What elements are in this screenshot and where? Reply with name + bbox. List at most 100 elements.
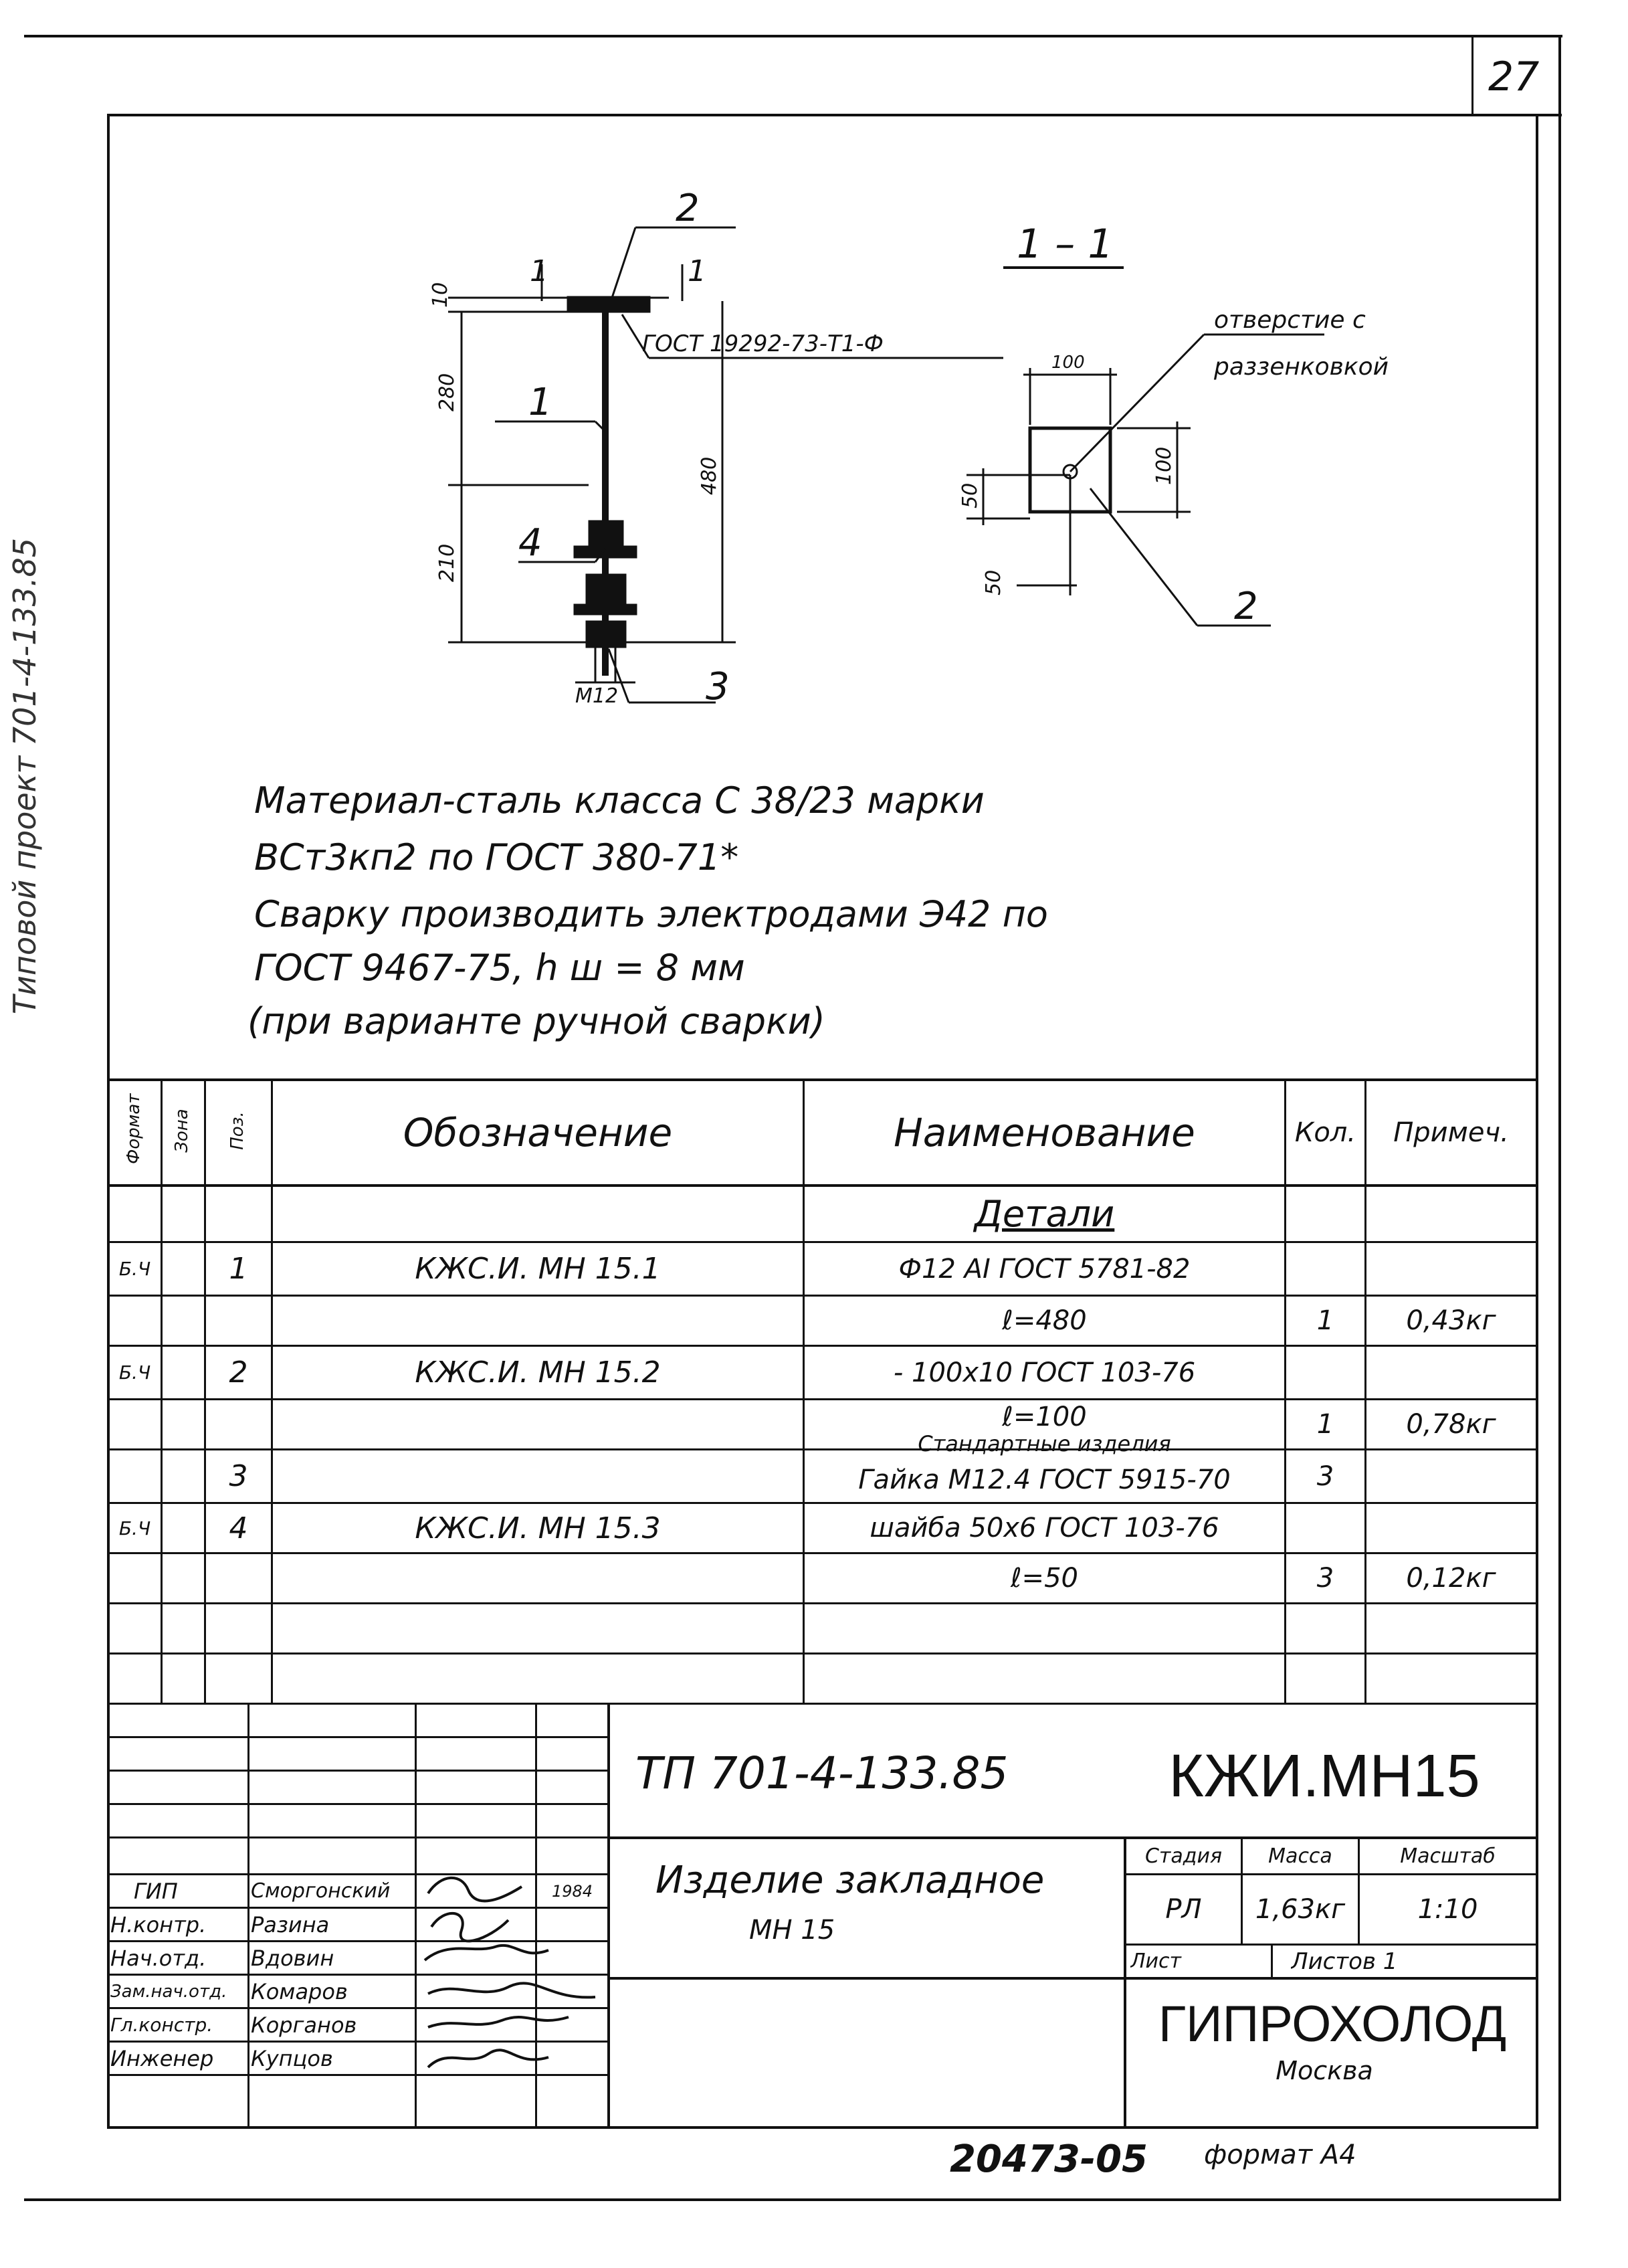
row1-pos: 1 bbox=[229, 1252, 248, 1286]
bottom-code: 20473-05 bbox=[950, 2138, 1148, 2181]
row2-qty: 1 bbox=[1316, 1305, 1334, 1336]
section-title: 1 – 1 bbox=[1017, 221, 1114, 268]
row6-pos: 4 bbox=[229, 1511, 248, 1545]
scale-value: 1:10 bbox=[1417, 1894, 1478, 1925]
frame-left bbox=[107, 114, 110, 2128]
header-format: Формат bbox=[124, 1093, 144, 1165]
row3-pos: 2 bbox=[229, 1355, 248, 1390]
item-subtitle: МН 15 bbox=[749, 1915, 835, 1946]
stage-label: Стадия bbox=[1144, 1845, 1223, 1868]
row5-qty: 3 bbox=[1316, 1460, 1334, 1492]
stage-value: РЛ bbox=[1165, 1894, 1202, 1925]
note-line-1: Материал-сталь класса С 38/23 марки bbox=[254, 779, 985, 822]
dim-280: 280 bbox=[435, 373, 459, 411]
row7-qty: 3 bbox=[1316, 1563, 1334, 1594]
thread-label: М12 bbox=[575, 684, 618, 708]
header-name: Наименование bbox=[894, 1110, 1195, 1155]
dim-50-bottom: 50 bbox=[982, 570, 1005, 595]
row6-name: шайба 50х6 ГОСТ 103-76 bbox=[870, 1513, 1219, 1543]
row2-name: ℓ=480 bbox=[1002, 1305, 1087, 1336]
technical-drawing: 2 1 1 1 4 3 М12 ГОСТ 19292-73-Т1-Ф 1 – 1… bbox=[429, 187, 1389, 708]
side-text: Типовой проект 701-4-133.85 bbox=[7, 537, 43, 1015]
page-num-box-left bbox=[1471, 37, 1473, 115]
row6-designation: КЖС.И. МН 15.3 bbox=[415, 1511, 661, 1545]
dim-210: 210 bbox=[435, 544, 459, 582]
dim-100-right: 100 bbox=[1152, 447, 1176, 485]
row2-note: 0,43кг bbox=[1406, 1305, 1496, 1336]
document-code: КЖИ.МН15 bbox=[1168, 1742, 1480, 1810]
pos1-label: 1 bbox=[528, 381, 552, 424]
row1-name: Ф12 АI ГОСТ 5781-82 bbox=[898, 1253, 1191, 1285]
header-pos: Поз. bbox=[227, 1111, 247, 1150]
hole-note-1: отверстие с bbox=[1214, 306, 1366, 334]
sheet-label: Лист bbox=[1130, 1950, 1182, 1973]
dim-50-left: 50 bbox=[958, 483, 982, 508]
row3-format: Б.Ч bbox=[118, 1361, 151, 1384]
note-line-4: ГОСТ 9467-75, h ш = 8 мм bbox=[254, 947, 745, 989]
washer-1 bbox=[573, 545, 637, 559]
row1-format: Б.Ч bbox=[118, 1258, 151, 1280]
row3-designation: КЖС.И. МН 15.2 bbox=[415, 1355, 661, 1390]
dim-100-top: 100 bbox=[1051, 353, 1085, 373]
frame-right bbox=[1536, 114, 1538, 2128]
header-designation: Обозначение bbox=[403, 1110, 673, 1155]
staff-role-4: Зам.нач.отд. bbox=[110, 1981, 227, 2002]
frame-top bbox=[107, 114, 1562, 116]
bottom-border bbox=[24, 2198, 1561, 2201]
organization: ГИПРОХОЛОД bbox=[1158, 1995, 1507, 2053]
staff-role-1: ГИП bbox=[134, 1878, 178, 1904]
plate-side-view bbox=[567, 296, 651, 313]
frame-bottom bbox=[107, 2126, 1538, 2129]
format-label: формат А4 bbox=[1204, 2140, 1356, 2170]
std-items-label: Стандартные изделия bbox=[918, 1432, 1171, 1456]
sheets-label: Листов 1 bbox=[1291, 1948, 1398, 1975]
row5-name: Гайка М12.4 ГОСТ 5915-70 bbox=[858, 1464, 1231, 1495]
staff-role-2: Н.контр. bbox=[110, 1911, 207, 1938]
staff-role-5: Гл.констр. bbox=[110, 2014, 213, 2036]
row4-qty: 1 bbox=[1316, 1409, 1334, 1440]
row7-name: ℓ=50 bbox=[1011, 1563, 1078, 1594]
nut-1 bbox=[588, 520, 624, 547]
staff-name-3: Вдовин bbox=[251, 1945, 334, 1971]
city: Москва bbox=[1276, 2056, 1373, 2085]
page-number: 27 bbox=[1488, 54, 1540, 100]
staff-name-4: Комаров bbox=[251, 1978, 348, 2004]
staff-name-5: Корганов bbox=[251, 2012, 357, 2038]
hole-note-2: раззенковкой bbox=[1213, 353, 1389, 381]
pos2-label: 2 bbox=[676, 187, 700, 230]
scale-label: Масштаб bbox=[1400, 1845, 1496, 1868]
mass-label: Масса bbox=[1268, 1845, 1332, 1868]
row4-note: 0,78кг bbox=[1406, 1409, 1496, 1440]
year: 1984 bbox=[551, 1881, 593, 1901]
frame-right-outer bbox=[1558, 35, 1561, 2200]
row6-format: Б.Ч bbox=[118, 1517, 151, 1539]
nut-2 bbox=[585, 573, 627, 604]
section-details: Детали bbox=[974, 1193, 1115, 1235]
staff-name-6: Купцов bbox=[251, 2045, 333, 2071]
pos3-label: 3 bbox=[706, 665, 730, 708]
item-title: Изделие закладное bbox=[655, 1858, 1045, 1902]
pos2-section-label: 2 bbox=[1234, 585, 1258, 628]
staff-role-6: Инженер bbox=[110, 2045, 214, 2071]
header-qty: Кол. bbox=[1294, 1117, 1356, 1148]
pos4-label: 4 bbox=[518, 521, 542, 565]
hole-countersunk bbox=[1062, 464, 1078, 480]
project-number: ТП 701-4-133.85 bbox=[635, 1747, 1009, 1799]
note-line-3: Сварку производить электродами Э42 по bbox=[254, 893, 1048, 935]
header-note: Примеч. bbox=[1393, 1117, 1509, 1148]
dim-480: 480 bbox=[698, 457, 721, 495]
gost-note: ГОСТ 19292-73-Т1-Ф bbox=[642, 330, 884, 357]
row5-pos: 3 bbox=[229, 1459, 248, 1493]
row3-name: - 100х10 ГОСТ 103-76 bbox=[893, 1357, 1196, 1388]
row1-designation: КЖС.И. МН 15.1 bbox=[415, 1252, 661, 1286]
staff-name-2: Разина bbox=[251, 1911, 330, 1938]
signatures bbox=[423, 1876, 596, 2069]
dim-10: 10 bbox=[429, 282, 452, 308]
header-zone: Зона bbox=[172, 1109, 192, 1153]
note-line-5: (при варианте ручной сварки) bbox=[247, 1000, 825, 1042]
top-border bbox=[24, 35, 1562, 37]
section-mark-right: 1 bbox=[688, 254, 706, 288]
staff-name-1: Сморгонский bbox=[251, 1879, 391, 1903]
staff-role-3: Нач.отд. bbox=[110, 1945, 207, 1971]
row7-note: 0,12кг bbox=[1406, 1563, 1496, 1594]
